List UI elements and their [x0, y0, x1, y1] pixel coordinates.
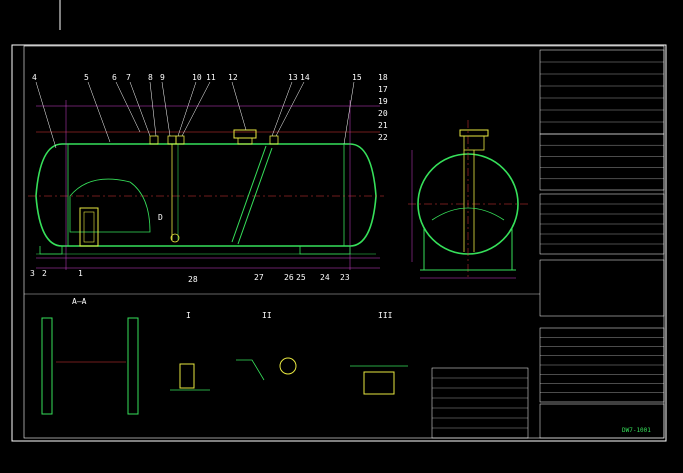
ladder-rail-1	[231, 145, 267, 243]
balloon-2: 2	[42, 269, 47, 278]
balloon-26: 26	[284, 273, 294, 282]
balloon-4: 4	[32, 73, 37, 82]
balloon-5: 5	[84, 73, 89, 82]
aa-bar-left	[41, 317, 53, 415]
manhole-reinforcement	[69, 178, 151, 233]
table-grid	[432, 61, 664, 429]
aa-bar-right	[127, 317, 139, 415]
nozzle-a	[149, 135, 159, 145]
side-manway-neck	[463, 135, 485, 151]
detail-ii-bracket	[236, 359, 265, 381]
manhole-opening	[79, 207, 99, 247]
nozzle-c	[175, 135, 185, 145]
drawing-number: DW7-1001	[622, 427, 651, 434]
nozzle-neck	[237, 137, 253, 145]
side-manway	[459, 129, 489, 137]
balloon-10: 10	[192, 73, 202, 82]
balloon-27: 27	[254, 273, 264, 282]
side-view	[408, 120, 530, 280]
balloon-9: 9	[160, 73, 165, 82]
balloon-24: 24	[320, 273, 330, 282]
label-d: D	[158, 213, 163, 222]
saddle-left	[39, 246, 63, 255]
view-i-title: I	[186, 311, 191, 320]
small-bom	[431, 367, 529, 439]
balloons-right: 18 17 19 20 21 22	[378, 73, 388, 142]
balloon-7: 7	[126, 73, 131, 82]
balloon-28: 28	[188, 275, 198, 284]
balloon-20: 20	[378, 109, 388, 118]
vessel-shell	[35, 143, 377, 247]
design-data-table	[539, 49, 665, 135]
balloon-3: 3	[30, 269, 35, 278]
detail-ii-fitting	[279, 357, 297, 375]
detail-views: A—A I II III	[24, 293, 540, 439]
side-saddle-arc	[431, 207, 505, 221]
balloon-6: 6	[112, 73, 117, 82]
title-block	[539, 403, 665, 439]
balloon-15: 15	[352, 73, 362, 82]
balloon-23: 23	[340, 273, 350, 282]
balloons-bottom: 3 2 1 28 27 26 25 24 23	[30, 269, 350, 284]
balloon-21: 21	[378, 121, 388, 130]
balloon-25: 25	[296, 273, 306, 282]
balloon-12: 12	[228, 73, 238, 82]
view-iii-title: III	[378, 311, 393, 320]
balloon-11: 11	[206, 73, 216, 82]
tech-notes	[539, 259, 665, 317]
balloon-17: 17	[378, 85, 388, 94]
leader-lines	[35, 81, 355, 149]
balloon-14: 14	[300, 73, 310, 82]
nozzle-manway-top	[233, 129, 257, 139]
ladder-rail-2	[237, 147, 273, 245]
nozzle-table	[539, 133, 665, 191]
manhole-cover	[83, 211, 95, 243]
balloon-13: 13	[288, 73, 298, 82]
balloon-22: 22	[378, 133, 388, 142]
nozzle-d	[269, 135, 279, 145]
view-aa-title: A—A	[72, 297, 87, 306]
view-ii-title: II	[262, 311, 272, 320]
detail-i-part	[179, 363, 195, 389]
front-view	[28, 81, 384, 270]
balloon-19: 19	[378, 97, 388, 106]
outer-border	[11, 44, 667, 442]
balloon-8: 8	[148, 73, 153, 82]
saddle-right	[299, 246, 351, 255]
pipe-end-fitting	[170, 233, 180, 243]
balloon-1: 1	[78, 269, 83, 278]
detail-iii-plate	[363, 371, 395, 395]
nozzle-b	[167, 135, 177, 145]
balloons-top: 4 5 6 7 8 9 10 11 12 13 14 15	[32, 73, 362, 82]
balloon-18: 18	[378, 73, 388, 82]
